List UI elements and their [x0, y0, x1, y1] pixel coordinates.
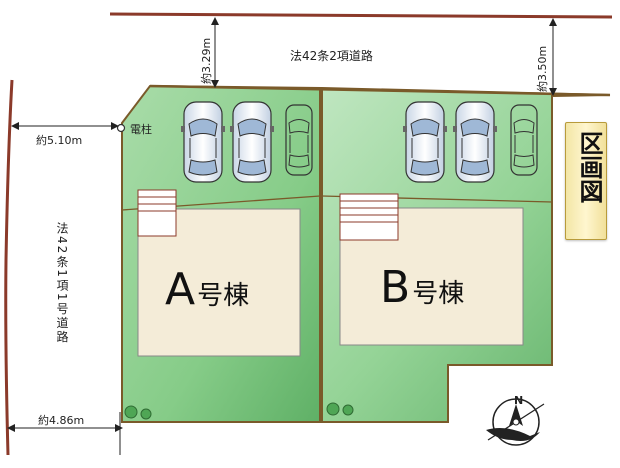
car-icon: [452, 101, 498, 183]
car-icon: [229, 101, 275, 183]
compass-icon: [486, 398, 545, 446]
dim-top-right-label: 約3.50m: [535, 46, 549, 92]
dim-top-left: [211, 17, 219, 88]
car-icon: [180, 101, 226, 183]
lot-a-label: A号棟: [165, 264, 249, 315]
title-plaque: 区画図: [565, 122, 607, 240]
left-road-edge: [4, 79, 14, 456]
shrub-icon: [326, 402, 354, 416]
dim-left-lower: [7, 424, 123, 432]
dim-left-upper-label: 約5.10m: [36, 133, 82, 147]
shrub-icon: [124, 405, 152, 420]
title-plaque-text: 区画図: [575, 131, 604, 203]
front-boundary: [149, 84, 611, 97]
dim-top-right: [549, 18, 557, 96]
utility-pole-icon: [116, 123, 126, 133]
dim-left-lower-label: 約4.86m: [38, 413, 84, 427]
car-icon: [402, 101, 448, 183]
dim-left-upper: [11, 122, 119, 130]
compass-north-label: N: [514, 394, 523, 407]
dim-top-left-label: 約3.29m: [199, 38, 213, 84]
lot-b-label: B号棟: [380, 262, 464, 313]
pole-label: 電柱: [130, 122, 152, 136]
steps-a: [137, 189, 177, 237]
top-road-name: 法42条2項道路: [290, 48, 373, 63]
steps-b: [339, 193, 399, 241]
top-road-edge: [109, 12, 613, 19]
left-road-name: 法42条1項1号道路: [55, 222, 69, 345]
